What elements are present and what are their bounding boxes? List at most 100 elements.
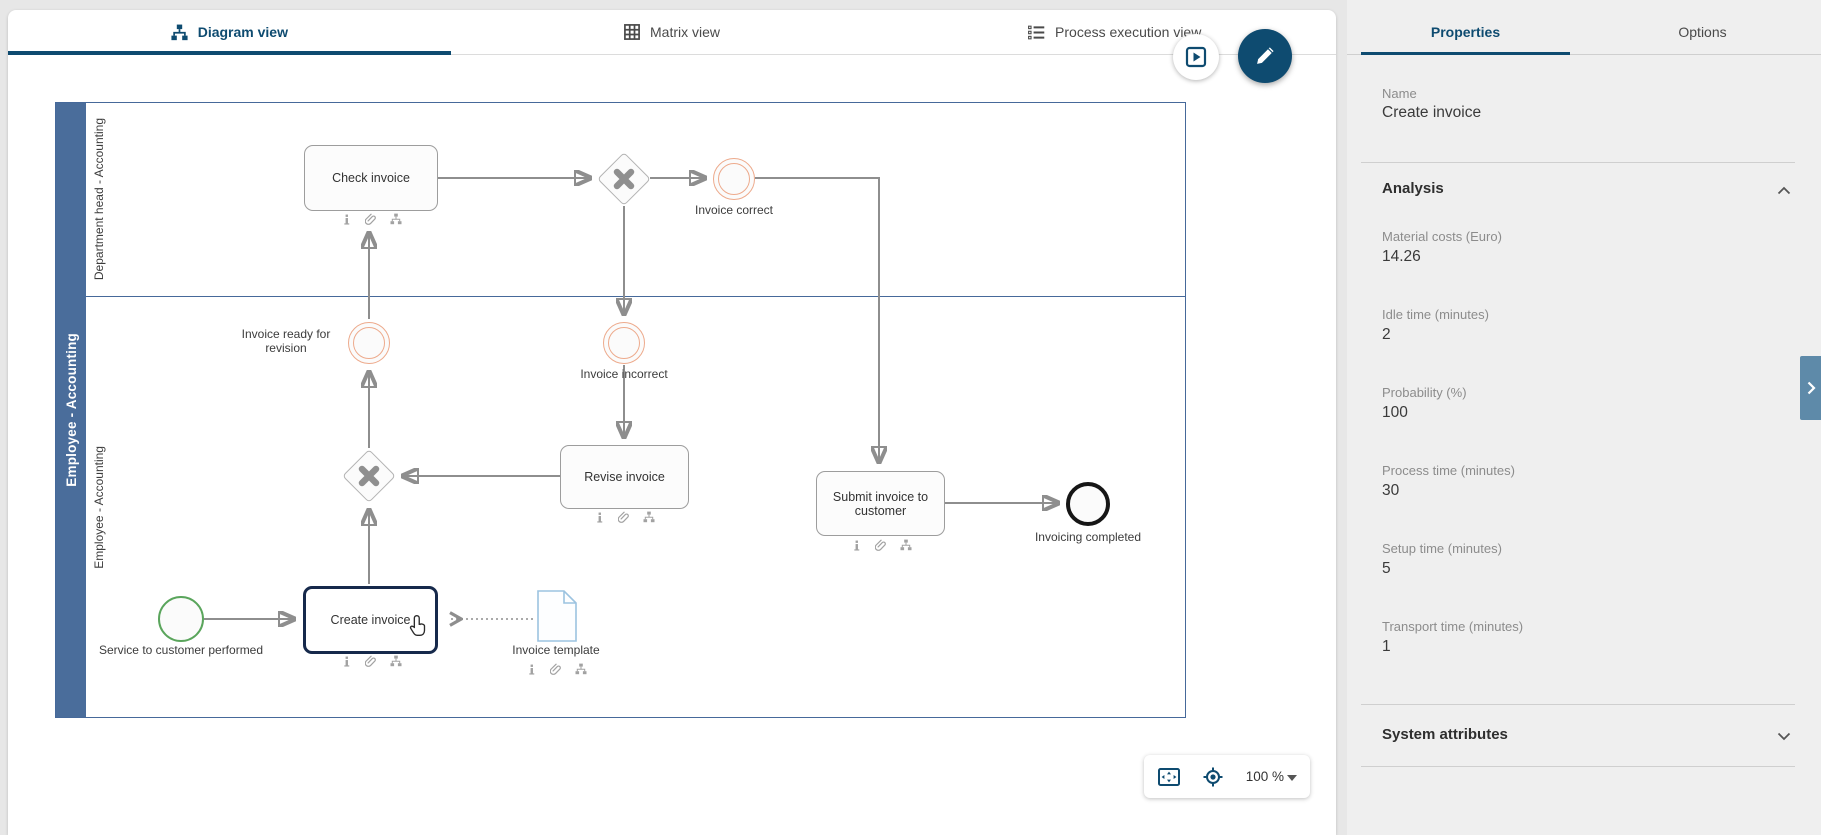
attribute-icons-create bbox=[331, 655, 411, 667]
attachment-icon bbox=[550, 663, 562, 675]
tab-diagram-view[interactable]: Diagram view bbox=[8, 10, 451, 55]
gateway-merge[interactable] bbox=[342, 449, 396, 503]
task-revise-invoice[interactable]: Revise invoice bbox=[560, 445, 689, 509]
ordered-list-icon bbox=[1028, 25, 1045, 39]
document-icon bbox=[537, 590, 577, 642]
pool-employee-accounting[interactable]: Employee - Accounting Department head - … bbox=[55, 102, 1186, 718]
field-idle-time-label: Idle time (minutes) bbox=[1382, 307, 1489, 322]
x-gateway-icon bbox=[358, 465, 380, 487]
fit-to-screen-button[interactable] bbox=[1157, 767, 1181, 787]
field-probability-value: 100 bbox=[1382, 404, 1408, 421]
chevron-down-icon bbox=[1777, 732, 1791, 741]
task-submit-invoice[interactable]: Submit invoice to customer bbox=[816, 471, 945, 536]
chevron-up-icon bbox=[1777, 186, 1791, 195]
attachment-icon bbox=[618, 511, 630, 523]
collapse-analysis-button[interactable] bbox=[1777, 182, 1791, 200]
tab-matrix-view[interactable]: Matrix view bbox=[451, 10, 894, 54]
tab-matrix-label: Matrix view bbox=[650, 24, 721, 40]
analysis-section-title: Analysis bbox=[1382, 180, 1444, 197]
field-idle-time-value: 2 bbox=[1382, 326, 1391, 343]
event-invoice-ready-label: Invoice ready for revision bbox=[241, 327, 331, 355]
chevron-down-icon bbox=[1287, 774, 1297, 781]
attribute-icons-revise bbox=[584, 511, 664, 523]
pool-header[interactable]: Employee - Accounting bbox=[56, 103, 86, 717]
org-chart-icon bbox=[575, 663, 587, 675]
system-attributes-section-title: System attributes bbox=[1382, 726, 1508, 743]
collapse-panel-tab[interactable] bbox=[1800, 356, 1821, 420]
divider bbox=[1361, 766, 1795, 767]
expand-system-attributes-button[interactable] bbox=[1777, 728, 1791, 746]
tab-process-execution-view[interactable]: Process execution view bbox=[893, 10, 1336, 54]
edit-diagram-button[interactable] bbox=[1238, 29, 1292, 83]
field-setup-time-label: Setup time (minutes) bbox=[1382, 541, 1502, 556]
attachment-icon bbox=[875, 539, 887, 551]
run-simulation-button[interactable] bbox=[1173, 34, 1219, 80]
info-icon bbox=[341, 214, 352, 225]
tab-options[interactable]: Options bbox=[1584, 10, 1821, 54]
field-probability-label: Probability (%) bbox=[1382, 385, 1467, 400]
info-icon bbox=[341, 656, 352, 667]
start-event-label: Service to customer performed bbox=[98, 643, 264, 657]
lane-employee-label: Employee - Accounting bbox=[92, 445, 106, 569]
attribute-icons-template bbox=[516, 663, 596, 675]
diagram-canvas: Diagram view Matrix view Process executi… bbox=[8, 10, 1336, 835]
zoom-level-value: 100 % bbox=[1245, 769, 1284, 784]
org-chart-icon bbox=[390, 213, 402, 225]
event-invoice-incorrect[interactable] bbox=[603, 322, 645, 364]
event-invoice-ready[interactable] bbox=[348, 322, 390, 364]
task-revise-invoice-label: Revise invoice bbox=[584, 470, 665, 484]
pool-title: Employee - Accounting bbox=[63, 333, 79, 487]
start-event[interactable] bbox=[158, 596, 204, 642]
attribute-icons-check bbox=[331, 213, 411, 225]
task-create-invoice-label: Create invoice bbox=[330, 613, 411, 627]
field-process-time-label: Process time (minutes) bbox=[1382, 463, 1515, 478]
org-chart-icon bbox=[900, 539, 912, 551]
attachment-icon bbox=[365, 655, 377, 667]
tab-properties-label: Properties bbox=[1430, 24, 1501, 40]
task-check-invoice-label: Check invoice bbox=[332, 171, 410, 185]
view-tabbar: Diagram view Matrix view Process executi… bbox=[8, 10, 1336, 55]
lane-department-head-label: Department head - Accounting bbox=[92, 118, 106, 281]
field-transport-time-label: Transport time (minutes) bbox=[1382, 619, 1524, 634]
lane-department-head[interactable]: Department head - Accounting bbox=[86, 103, 1185, 297]
attribute-icons-submit bbox=[841, 539, 921, 551]
field-setup-time-value: 5 bbox=[1382, 560, 1391, 577]
viewport-toolbar: 100 % bbox=[1144, 755, 1310, 798]
event-invoice-incorrect-label: Invoice incorrect bbox=[580, 367, 668, 381]
gateway-split[interactable] bbox=[597, 152, 651, 206]
attachment-icon bbox=[365, 213, 377, 225]
hand-cursor-icon bbox=[409, 615, 426, 636]
info-icon bbox=[851, 540, 862, 551]
target-icon bbox=[1203, 767, 1223, 786]
grid-icon bbox=[624, 24, 640, 40]
sitemap-icon bbox=[171, 24, 188, 40]
pencil-icon bbox=[1257, 47, 1274, 64]
end-event-label: Invoicing completed bbox=[1034, 530, 1142, 544]
tab-properties[interactable]: Properties bbox=[1347, 10, 1584, 55]
chevron-right-icon bbox=[1807, 381, 1816, 395]
task-submit-invoice-label: Submit invoice to customer bbox=[832, 489, 929, 518]
divider bbox=[1361, 704, 1795, 705]
tab-process-execution-label: Process execution view bbox=[1055, 24, 1202, 40]
tab-options-label: Options bbox=[1678, 24, 1727, 40]
org-chart-icon bbox=[390, 655, 402, 667]
end-event[interactable] bbox=[1066, 482, 1110, 526]
info-icon bbox=[594, 512, 605, 523]
zoom-level-dropdown[interactable]: 100 % bbox=[1246, 769, 1297, 784]
center-diagram-button[interactable] bbox=[1202, 766, 1224, 788]
play-icon bbox=[1185, 46, 1207, 68]
x-gateway-icon bbox=[613, 168, 635, 190]
task-check-invoice[interactable]: Check invoice bbox=[304, 145, 438, 211]
field-transport-time-value: 1 bbox=[1382, 638, 1391, 655]
tab-diagram-label: Diagram view bbox=[197, 24, 288, 40]
info-icon bbox=[526, 664, 537, 675]
event-invoice-correct[interactable] bbox=[713, 158, 755, 200]
field-material-costs-value: 14.26 bbox=[1382, 248, 1421, 265]
divider bbox=[1361, 162, 1795, 163]
event-invoice-correct-label: Invoice correct bbox=[694, 203, 774, 217]
properties-panel: Properties Options Name Create invoice A… bbox=[1347, 0, 1821, 835]
org-chart-icon bbox=[643, 511, 655, 523]
data-object-invoice-template[interactable] bbox=[537, 590, 577, 647]
name-field-label: Name bbox=[1382, 86, 1417, 101]
